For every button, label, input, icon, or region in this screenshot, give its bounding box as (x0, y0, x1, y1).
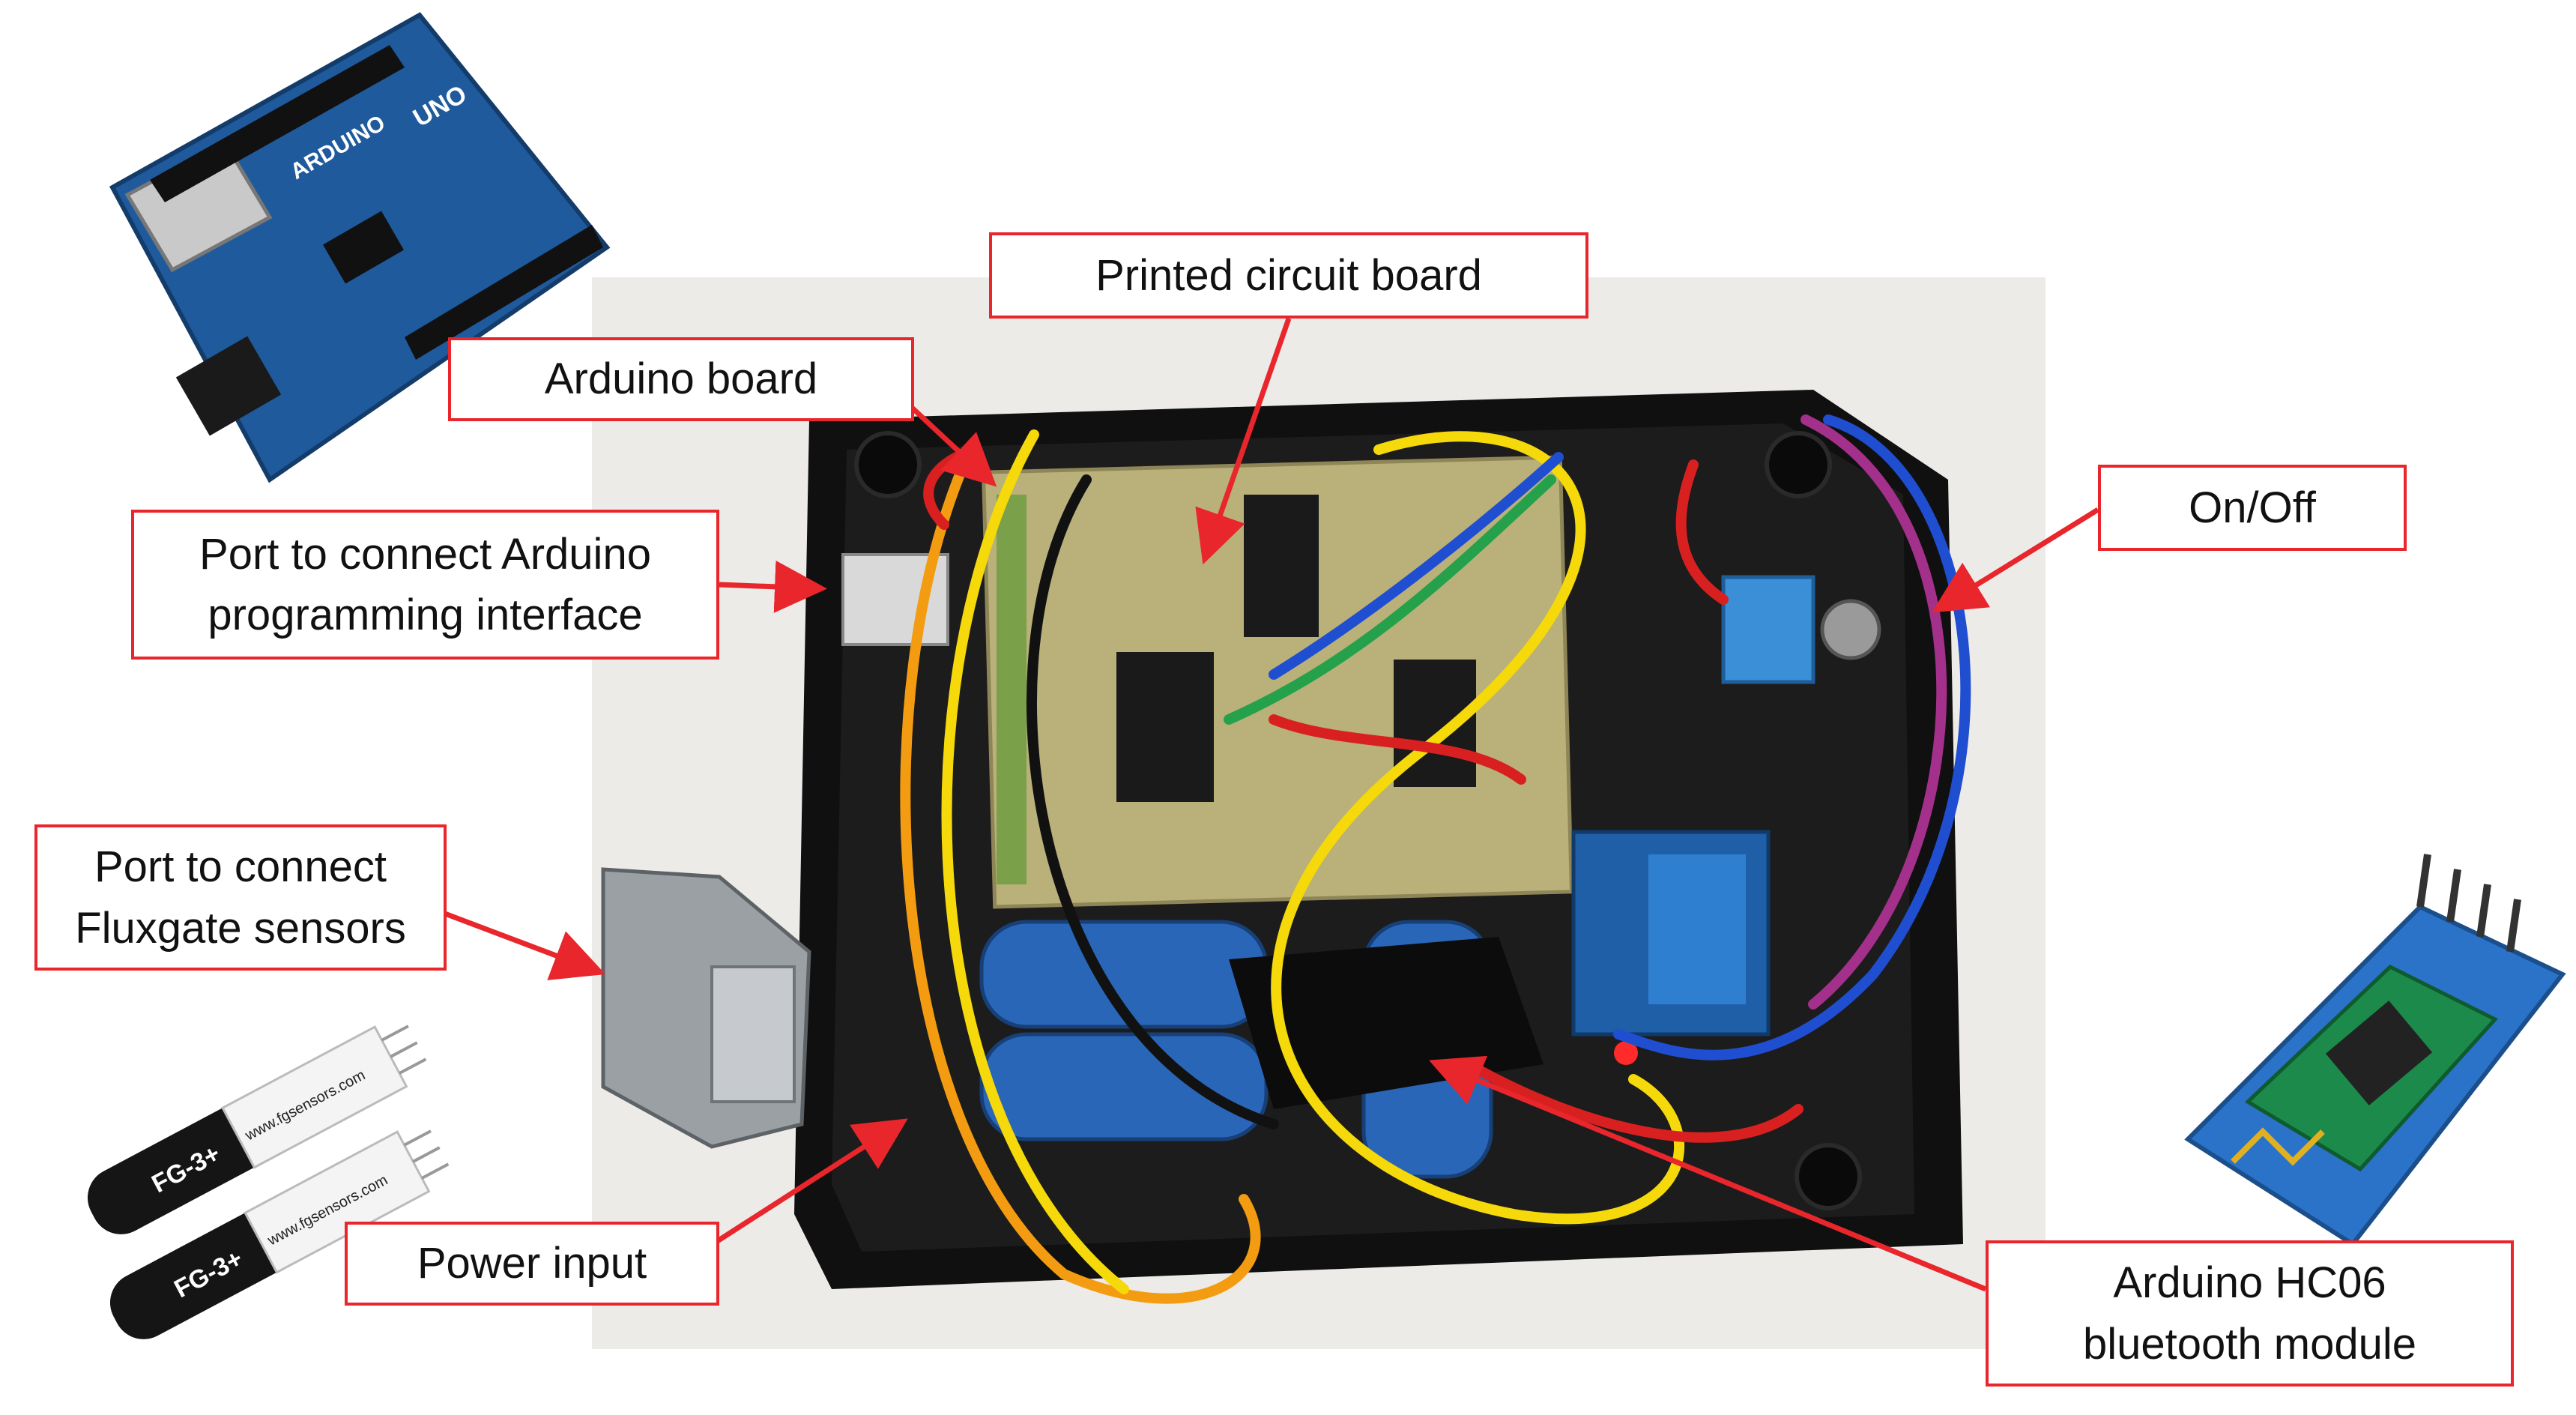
label-port-arduino-line1: Port to connect Arduino (199, 529, 651, 579)
arrow-power-input (688, 1118, 908, 1261)
label-port-arduino-line2: programming interface (208, 591, 643, 639)
label-printed-circuit-board: Printed circuit board (1095, 250, 1482, 300)
wires (900, 414, 1971, 1304)
screw-post-top-right (1765, 431, 1832, 498)
uno-header-top (150, 45, 405, 202)
status-led (1614, 1041, 1638, 1065)
callout-port-arduino-programming: Port to connect Arduino programming inte… (131, 510, 719, 660)
pcb-edge-strip (997, 495, 1027, 884)
switch-nut (1820, 599, 1881, 660)
sensor-1: FG-3+ www.fgsensors.com (87, 1025, 427, 1234)
hc06-chip (2325, 1001, 2433, 1105)
callout-on-off: On/Off (2098, 465, 2407, 551)
callout-port-fluxgate: Port to connect Fluxgate sensors (34, 824, 447, 971)
toggle-switch (1721, 575, 1815, 684)
label-port-fluxgate-line1: Port to connect (94, 842, 387, 892)
screw-post-top-left (854, 431, 922, 498)
label-hc06-line1: Arduino HC06 (2113, 1258, 2386, 1308)
hc06-antenna-trace (2231, 1127, 2325, 1166)
ic-chip-2 (1116, 652, 1214, 802)
ic-chip-1 (1244, 495, 1319, 637)
screw-post-bottom-right (1795, 1143, 1862, 1210)
uno-header-bottom (405, 225, 603, 360)
callout-printed-circuit-board: Printed circuit board (989, 232, 1588, 319)
callout-arrows (426, 317, 2099, 1292)
label-hc06-line2: bluetooth module (2083, 1319, 2416, 1369)
relay-block (1648, 854, 1746, 1004)
label-power-input: Power input (417, 1239, 647, 1288)
main-device-photo (592, 277, 2046, 1349)
label-port-fluxgate-line2: Fluxgate sensors (75, 903, 406, 953)
arduino-uno-photo: ARDUINO UNO (109, 12, 611, 483)
arrow-port-fluxgate (426, 904, 606, 980)
arrow-on-off (1932, 507, 2099, 613)
callout-hc06-bluetooth: Arduino HC06 bluetooth module (1986, 1240, 2514, 1387)
arrow-hc06 (1429, 1055, 1987, 1292)
label-on-off: On/Off (2189, 483, 2316, 532)
uno-power-jack (175, 336, 282, 436)
battery-2 (979, 1032, 1269, 1141)
callout-power-input: Power input (345, 1222, 719, 1306)
hc06-module-photo (2184, 854, 2566, 1247)
fluxgate-sensors-photo: FG-3+ www.fgsensors.com FG-3+ www.fgsens… (87, 1025, 450, 1339)
db9-shell (710, 965, 796, 1103)
hc06-header-pins (2416, 854, 2521, 953)
callout-arduino-board: Arduino board (448, 337, 914, 421)
arrow-port-arduino (719, 560, 827, 613)
arrow-printed-circuit-board (1195, 317, 1292, 565)
uno-chip (323, 211, 404, 284)
label-arduino-board: Arduino board (544, 354, 818, 404)
sensor-2: FG-3+ www.fgsensors.com (109, 1129, 450, 1339)
